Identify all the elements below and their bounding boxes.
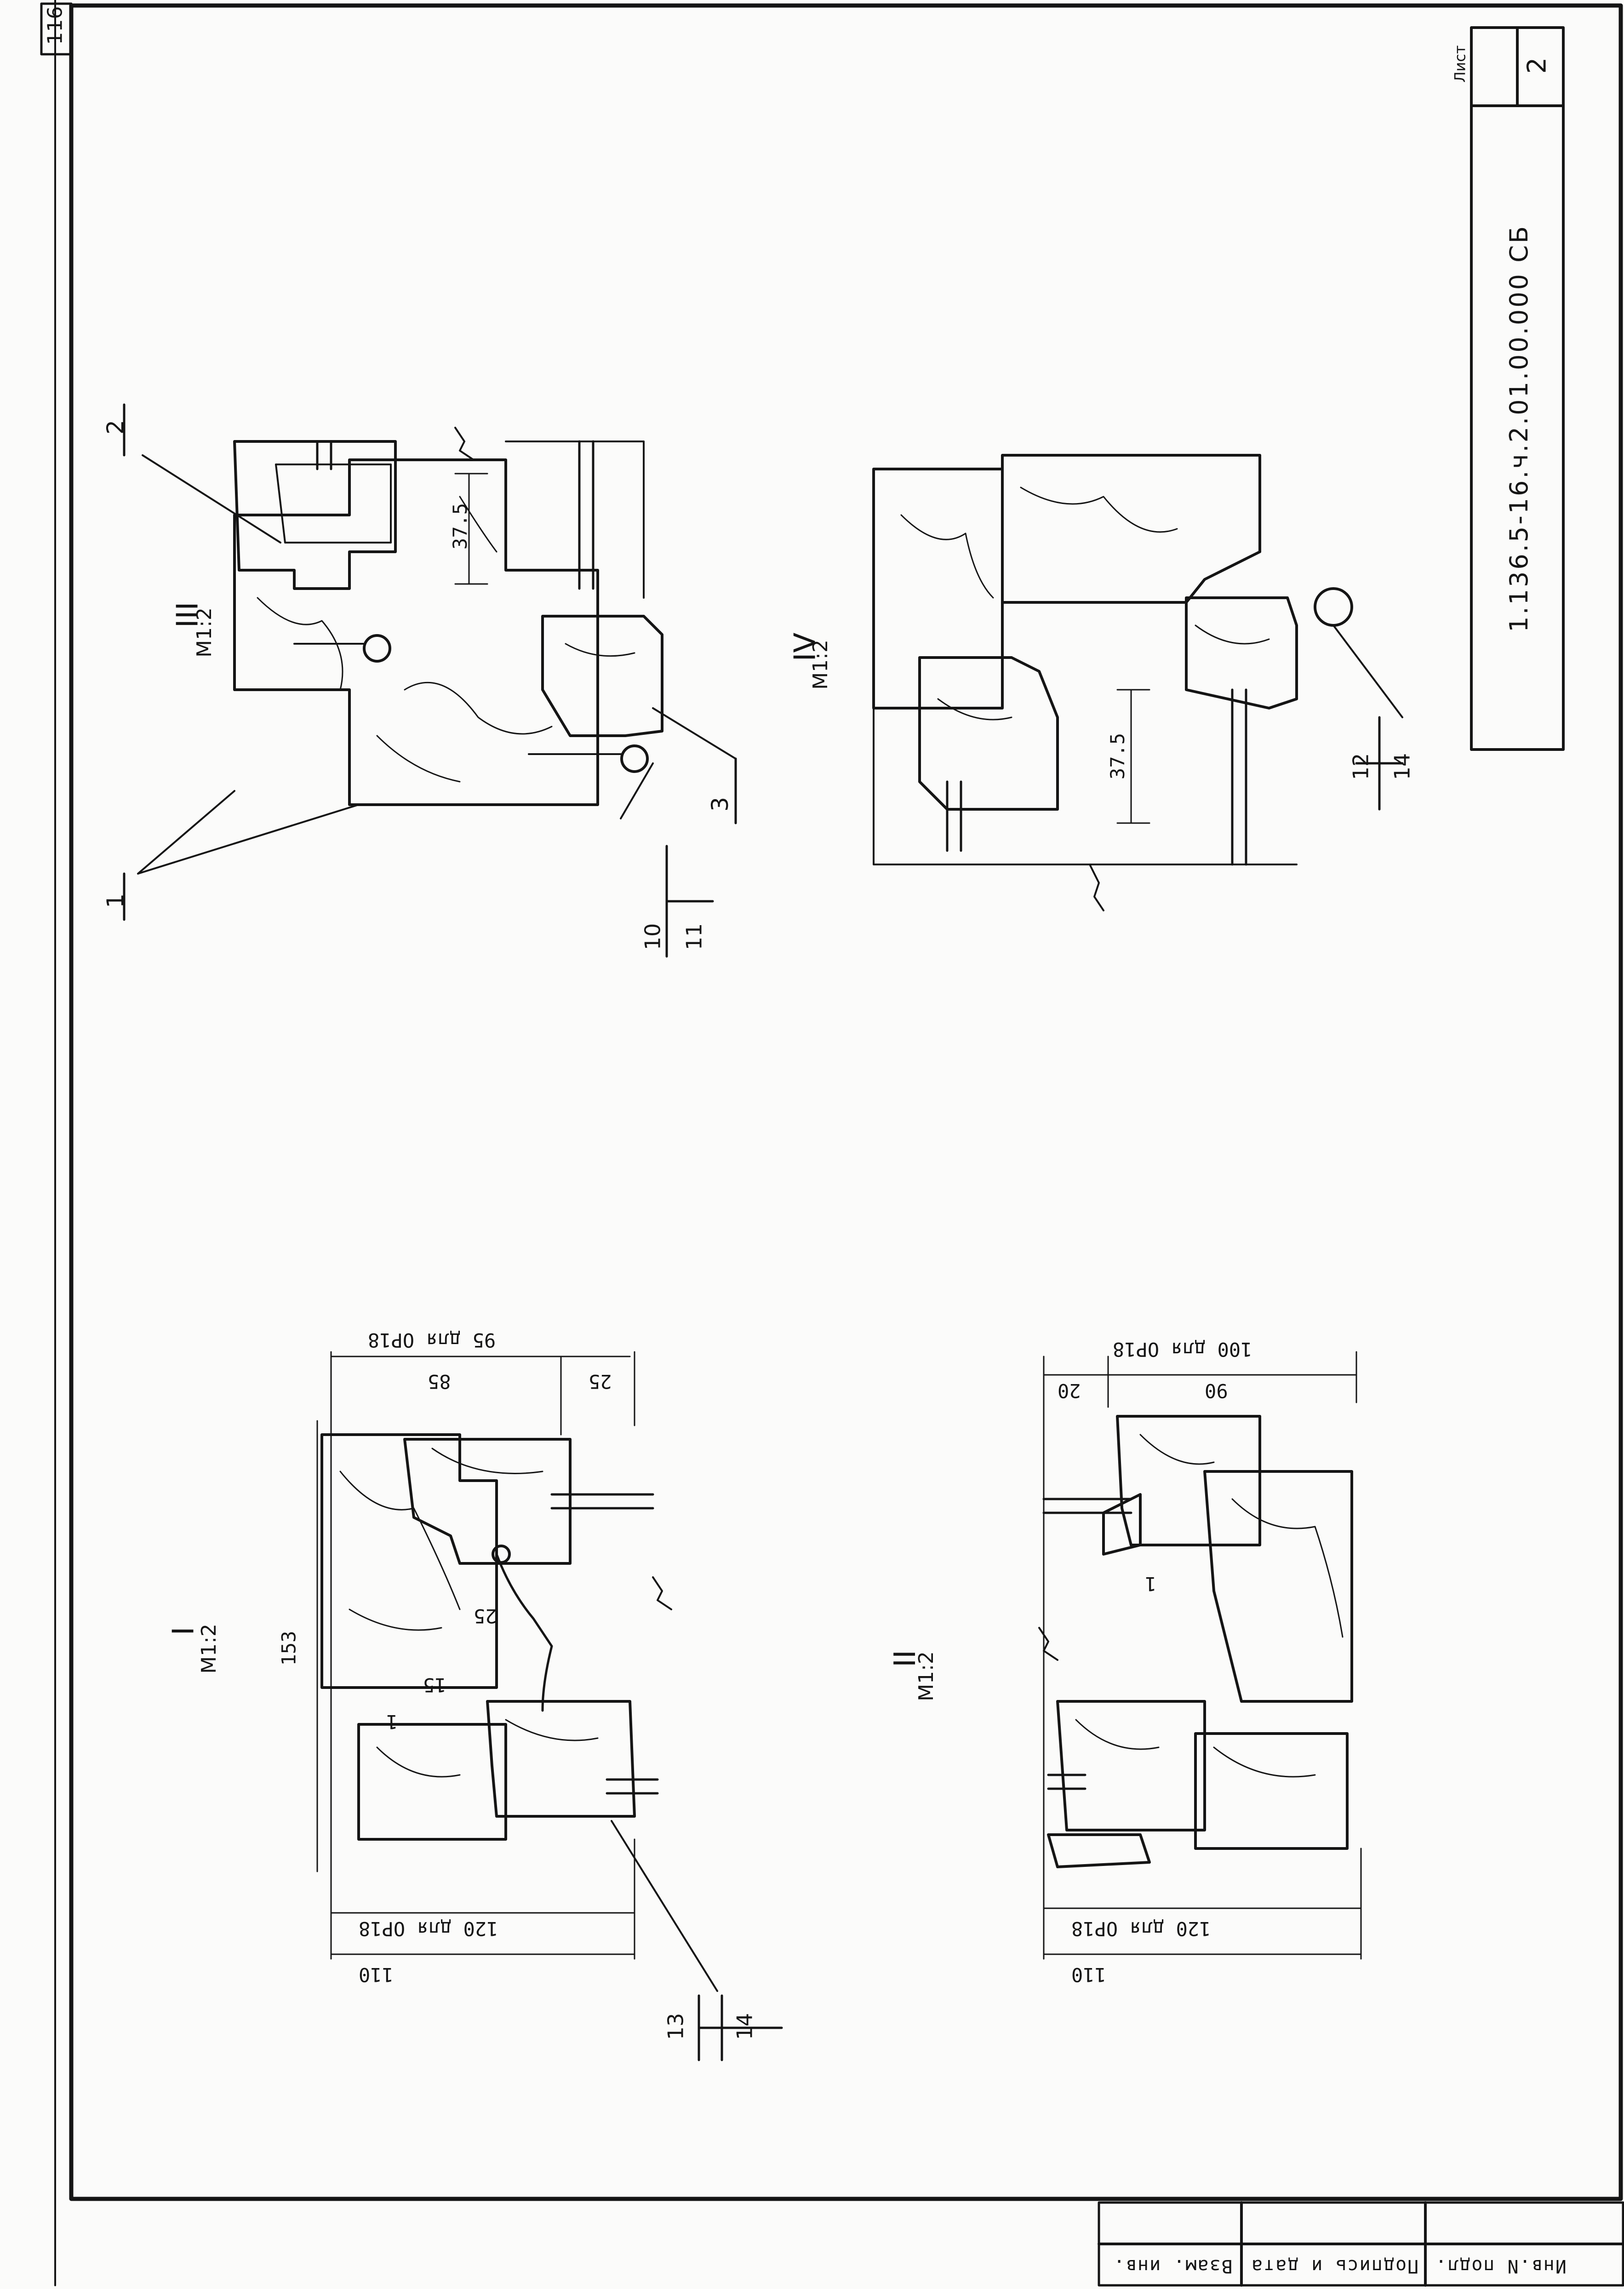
page-number: 116 [43,6,67,45]
section-iii-drawing [123,403,737,958]
section-i-name: I [166,1626,201,1636]
section-i-dim-25-mid: 25 [474,1605,497,1627]
section-iii-callout-2: 2 [102,420,129,435]
section-i-scale: M1:2 [197,1624,221,1674]
section-ii-dim-120: 120 для ОР18 [1071,1917,1211,1940]
section-i-ref-13: 13 [663,2013,688,2040]
section-iii-callout-3: 3 [706,797,733,812]
section-ii-dim-100: 100 для ОР18 [1113,1338,1252,1361]
section-i-ref-14: 14 [732,2013,757,2040]
section-iv-ref-14: 14 [1390,753,1415,780]
section-i-drawing [316,1351,783,2061]
section-iv-drawing [872,454,1404,911]
document-code: 1.136.5-16.ч.2.01.00.000 СБ [1504,224,1533,632]
section-ii-dim-1: 1 [1145,1573,1157,1595]
section-i-dim-85: 85 [428,1370,451,1393]
section-iv-dim-37-5: 37.5 [1106,732,1129,780]
section-iv-scale: M1:2 [808,640,832,690]
section-i-dim-1: 1 [386,1711,398,1733]
section-i-dim-25-top: 25 [589,1370,612,1393]
section-i-dim-153: 153 [277,1631,300,1666]
section-iii-callout-1: 1 [102,893,129,908]
section-iii-ref-10: 10 [640,923,665,950]
section-ii-dim-90: 90 [1205,1379,1228,1402]
section-ii-drawing [1038,1351,1362,1960]
section-iii-ref-11: 11 [681,923,707,950]
section-i-dim-110: 110 [359,1963,394,1986]
stamp-field-2: Подпись и дата [1251,2255,1419,2277]
sheet-frame [69,3,1623,2201]
stamp-field-1: Взам. инв. [1113,2255,1233,2277]
section-i-dim-95: 95 для ОР18 [368,1329,496,1351]
stamp-field-3: Инв.N подл. [1435,2255,1567,2277]
sheet-label: Лист [1451,45,1469,83]
section-iii-dim-37-5: 37.5 [449,503,472,550]
section-ii-dim-20: 20 [1058,1379,1081,1402]
section-ii-scale: M1:2 [914,1651,938,1701]
section-ii-dim-110: 110 [1071,1963,1106,1986]
section-i-dim-120: 120 для ОР18 [359,1917,498,1940]
page-number-box [40,2,73,56]
section-iii-scale: M1:2 [192,607,216,658]
section-iv-ref-12: 12 [1348,753,1373,780]
sheet-number: 2 [1522,57,1552,74]
section-i-dim-15: 15 [423,1674,446,1696]
